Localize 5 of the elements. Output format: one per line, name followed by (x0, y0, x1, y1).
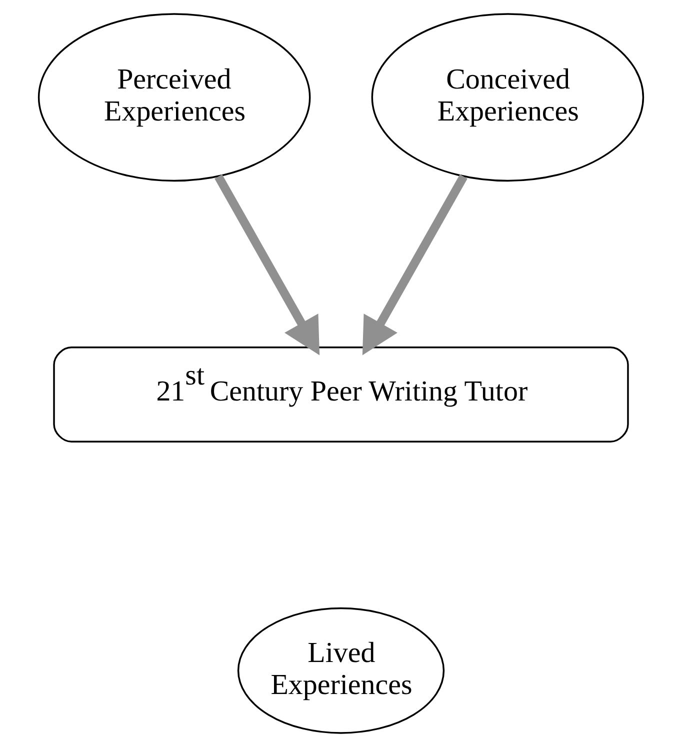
arrow (214, 174, 320, 356)
node-ellipse: Perceived Experiences (38, 13, 311, 182)
node-ellipse: Conceived Experiences (371, 13, 644, 182)
node-ellipse: Lived Experiences (237, 607, 445, 734)
arrow (362, 174, 468, 356)
